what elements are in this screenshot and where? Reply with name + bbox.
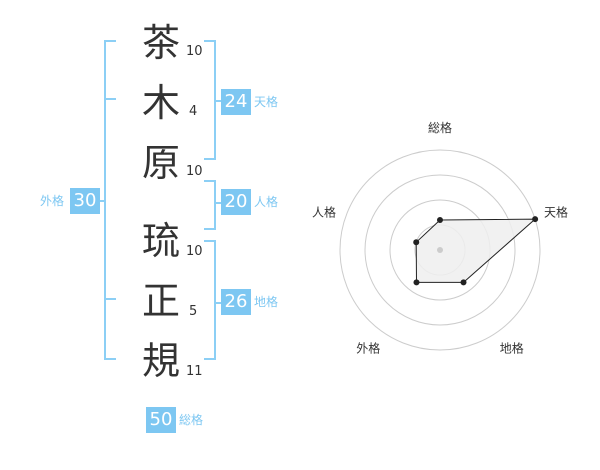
gaikaku-bracket-top bbox=[104, 40, 116, 42]
soukaku-value-badge: 50 bbox=[146, 407, 176, 433]
name-char-5: 正 bbox=[141, 279, 180, 323]
chikaku-bracket-vertical bbox=[214, 240, 216, 360]
radar-axis-label-5: 人格 bbox=[312, 204, 336, 219]
name-char-2: 木 bbox=[141, 81, 180, 125]
radar-point-1 bbox=[437, 217, 443, 223]
jinkaku-bracket-bottom bbox=[204, 228, 216, 230]
radar-axis-label-2: 天格 bbox=[544, 204, 568, 219]
gaikaku-connector bbox=[96, 200, 106, 202]
chikaku-connector bbox=[214, 302, 222, 304]
radar-ring-4 bbox=[339, 149, 541, 351]
tenkaku-value-badge: 24 bbox=[221, 89, 251, 115]
jinkaku-connector bbox=[214, 202, 222, 204]
stroke-count-6: 11 bbox=[186, 364, 203, 379]
radar-point-4 bbox=[413, 279, 420, 286]
name-char-4: 琉 bbox=[141, 219, 180, 263]
radar-area bbox=[415, 218, 537, 283]
jinkaku-bracket-vertical bbox=[214, 180, 216, 230]
name-char-3: 原 bbox=[141, 141, 180, 185]
gaikaku-value-badge: 30 bbox=[70, 188, 100, 214]
chikaku-value-badge: 26 bbox=[221, 289, 251, 315]
tenkaku-bracket-bottom bbox=[204, 158, 216, 160]
stroke-count-1: 10 bbox=[186, 44, 203, 59]
stroke-count-2: 4 bbox=[189, 104, 198, 119]
radar-axis-label-3: 地格 bbox=[500, 341, 524, 356]
tenkaku-label: 天格 bbox=[254, 95, 279, 109]
radar-point-5 bbox=[413, 239, 420, 246]
chikaku-label: 地格 bbox=[254, 295, 279, 309]
jinkaku-value-badge: 20 bbox=[221, 189, 251, 215]
radar-point-3 bbox=[460, 279, 467, 286]
stroke-count-5: 5 bbox=[189, 304, 198, 319]
name-char-6: 規 bbox=[141, 339, 180, 383]
tenkaku-connector bbox=[214, 100, 222, 102]
gaikaku-bracket-bottom bbox=[104, 358, 116, 360]
tenkaku-bracket-top bbox=[204, 40, 216, 42]
radar-point-2 bbox=[532, 216, 539, 223]
gaikaku-label: 外格 bbox=[40, 194, 65, 208]
radar-ring-3 bbox=[364, 174, 516, 326]
radar-axis-label-4: 外格 bbox=[356, 341, 380, 356]
radar-center-dot bbox=[437, 247, 443, 253]
jinkaku-label: 人格 bbox=[254, 195, 279, 209]
chikaku-bracket-bottom bbox=[204, 358, 216, 360]
gaikaku-bracket-mid2 bbox=[104, 298, 116, 300]
gaikaku-bracket-mid1 bbox=[104, 98, 116, 100]
radar-axis-label-1: 総格 bbox=[428, 120, 452, 135]
stroke-count-3: 10 bbox=[186, 164, 203, 179]
jinkaku-bracket-top bbox=[204, 180, 216, 182]
soukaku-label: 総格 bbox=[179, 413, 204, 427]
stroke-count-4: 10 bbox=[186, 244, 203, 259]
name-char-1: 茶 bbox=[141, 21, 180, 65]
chikaku-bracket-top bbox=[204, 240, 216, 242]
